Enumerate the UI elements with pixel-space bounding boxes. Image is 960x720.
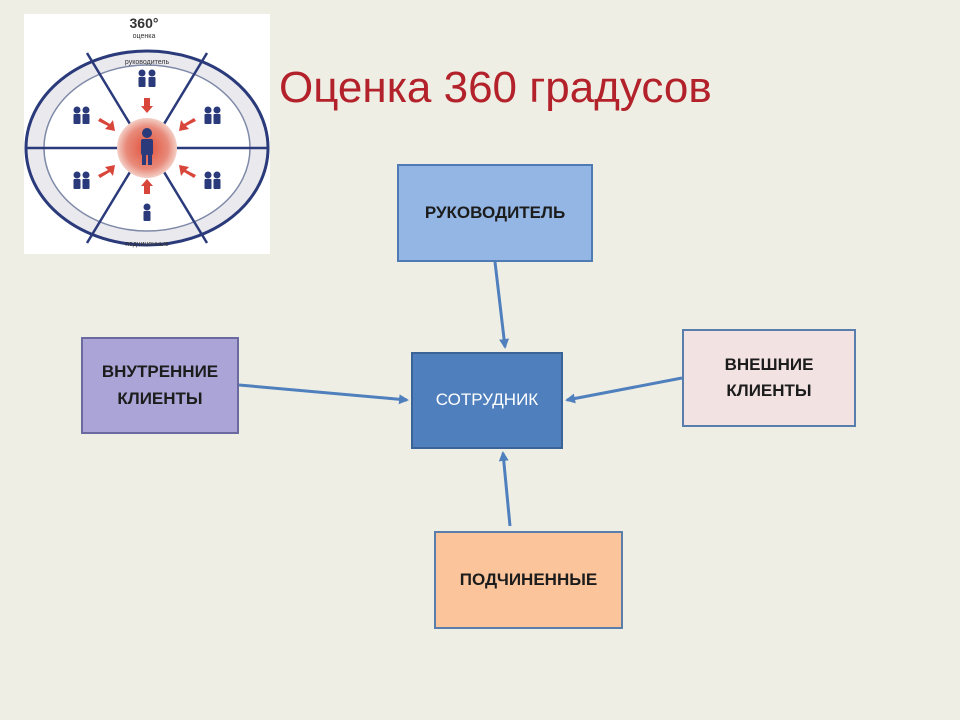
- arrow-internal-to-employee: [239, 385, 407, 400]
- arrow-external-to-employee: [567, 378, 682, 400]
- arrow-manager-to-employee: [495, 262, 505, 347]
- node-manager: РУКОВОДИТЕЛЬ: [397, 164, 593, 262]
- node-internal-clients: ВНУТРЕННИЕ КЛИЕНТЫ: [81, 337, 239, 434]
- node-subordinates-label: ПОДЧИНЕННЫЕ: [460, 567, 597, 593]
- node-employee: СОТРУДНИК: [411, 352, 563, 449]
- node-manager-label: РУКОВОДИТЕЛЬ: [425, 200, 565, 226]
- node-external-clients: ВНЕШНИЕ КЛИЕНТЫ: [682, 329, 856, 427]
- node-internal-clients-label: ВНУТРЕННИЕ КЛИЕНТЫ: [102, 359, 218, 412]
- node-external-clients-label: ВНЕШНИЕ КЛИЕНТЫ: [725, 352, 814, 405]
- arrow-subordinates-to-employee: [503, 453, 510, 526]
- node-subordinates: ПОДЧИНЕННЫЕ: [434, 531, 623, 629]
- node-employee-label: СОТРУДНИК: [436, 387, 538, 413]
